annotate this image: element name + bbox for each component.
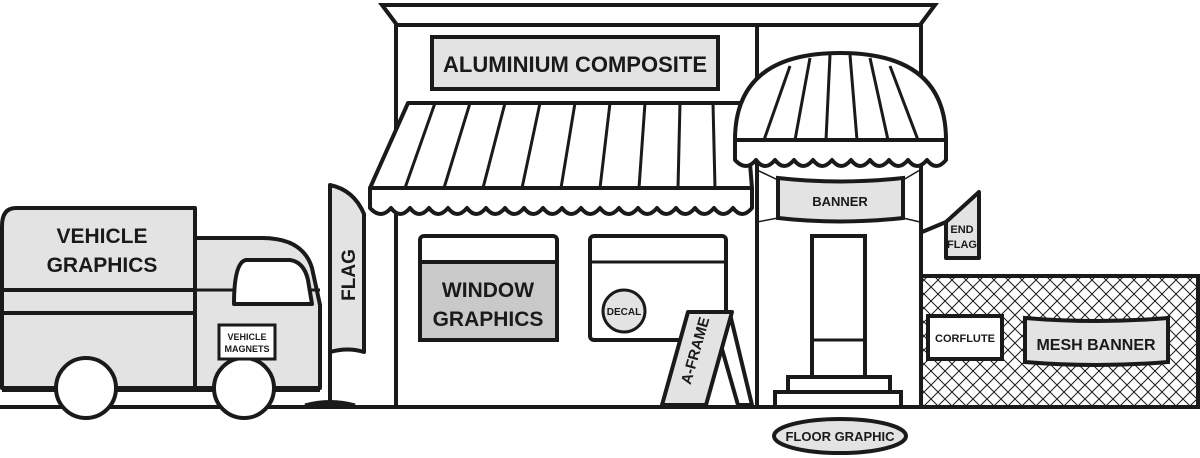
right-awning <box>733 51 948 168</box>
floor-graphic: FLOOR GRAPHIC <box>772 417 908 455</box>
left-awning <box>368 101 754 216</box>
mesh-banner-label: MESH BANNER <box>1036 337 1156 354</box>
shop-door <box>810 234 867 379</box>
vehicle-magnets-label-line1: VEHICLE <box>227 332 266 342</box>
window-graphics-label-line2: GRAPHICS <box>433 308 544 331</box>
flag-label: FLAG <box>339 249 360 301</box>
end-flag-label-line1: END <box>950 224 973 236</box>
window-graphics-label-line1: WINDOW <box>442 279 534 302</box>
banner-label: BANNER <box>812 194 868 209</box>
floor-graphic-label: FLOOR GRAPHIC <box>785 429 895 444</box>
vehicle-front-wheel <box>212 356 276 420</box>
vehicle-rear-wheel <box>54 356 118 420</box>
aluminium-composite-sign: ALUMINIUM COMPOSITE <box>430 35 720 91</box>
decal-label: DECAL <box>607 307 641 318</box>
vehicle: VEHICLE GRAPHICS VEHICLE MAGNETS <box>0 206 322 420</box>
aluminium-composite-label: ALUMINIUM COMPOSITE <box>443 52 707 77</box>
corflute-label: CORFLUTE <box>935 333 995 345</box>
mesh-banner: MESH BANNER <box>1023 315 1170 367</box>
decal-sticker <box>601 288 647 334</box>
door-steps <box>773 375 903 409</box>
banner: BANNER <box>756 169 921 224</box>
window-graphics-window: WINDOW GRAPHICS <box>418 234 559 342</box>
feather-flag: FLAG <box>304 183 366 407</box>
vehicle-graphics-label-line2: GRAPHICS <box>47 254 158 277</box>
end-flag: END FLAG <box>921 190 981 260</box>
corflute-sign: CORFLUTE <box>926 314 1004 361</box>
vehicle-magnets-sign: VEHICLE MAGNETS <box>217 323 277 361</box>
a-frame-sign: A-FRAME <box>660 310 754 407</box>
vehicle-graphics-label-line1: VEHICLE <box>56 225 147 248</box>
vehicle-magnets-label-line2: MAGNETS <box>225 344 270 354</box>
end-flag-label-line2: FLAG <box>947 239 977 251</box>
